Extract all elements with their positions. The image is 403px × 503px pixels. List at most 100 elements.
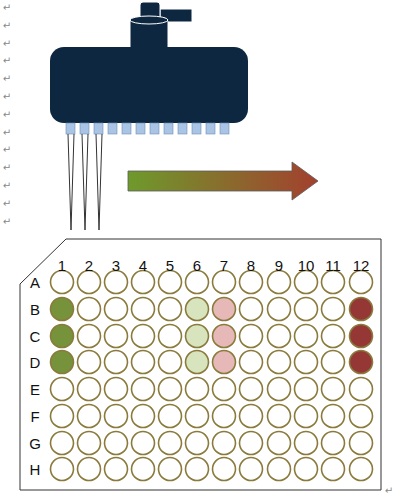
well — [78, 378, 101, 401]
well — [159, 378, 182, 401]
well — [295, 458, 318, 481]
well — [51, 351, 74, 374]
well — [350, 271, 373, 294]
row-letter: E — [30, 382, 40, 397]
well — [240, 351, 263, 374]
well — [268, 432, 291, 455]
well — [51, 405, 74, 428]
row-letter: F — [30, 409, 39, 424]
column-number: 7 — [220, 258, 228, 273]
well — [240, 325, 263, 348]
well — [268, 378, 291, 401]
well — [213, 432, 236, 455]
well — [240, 378, 263, 401]
well — [78, 458, 101, 481]
well — [240, 405, 263, 428]
well — [105, 271, 128, 294]
column-number: 2 — [85, 258, 93, 273]
well — [350, 432, 373, 455]
well — [295, 298, 318, 321]
column-number: 9 — [275, 258, 283, 273]
well — [132, 271, 155, 294]
well — [105, 378, 128, 401]
paragraph-mark: ↵ — [3, 145, 11, 155]
well — [186, 458, 209, 481]
well — [268, 325, 291, 348]
pipette-plunger-top — [130, 16, 168, 24]
well — [132, 351, 155, 374]
well — [295, 378, 318, 401]
well — [350, 458, 373, 481]
well — [268, 405, 291, 428]
column-number: 3 — [112, 258, 120, 273]
well — [186, 298, 209, 321]
well — [295, 405, 318, 428]
paragraph-mark: ↵ — [3, 92, 11, 102]
row-letter: H — [30, 462, 41, 477]
column-number: 8 — [247, 258, 255, 273]
well-grid — [51, 271, 373, 481]
paragraph-mark: ↵ — [3, 56, 11, 66]
well — [105, 351, 128, 374]
column-number: 12 — [353, 258, 370, 273]
well — [213, 405, 236, 428]
well — [240, 298, 263, 321]
well — [186, 351, 209, 374]
well — [51, 325, 74, 348]
well — [213, 351, 236, 374]
well — [350, 298, 373, 321]
well — [213, 271, 236, 294]
well — [159, 351, 182, 374]
well — [132, 378, 155, 401]
well — [51, 458, 74, 481]
nozzle — [220, 123, 229, 134]
well — [78, 351, 101, 374]
well — [132, 432, 155, 455]
nozzle — [192, 123, 201, 134]
row-letter: B — [30, 302, 40, 317]
well — [350, 378, 373, 401]
well — [350, 351, 373, 374]
nozzle — [206, 123, 215, 134]
well — [51, 298, 74, 321]
pipette-body — [50, 47, 248, 123]
well — [350, 325, 373, 348]
paragraph-mark: ↵ — [3, 110, 11, 120]
direction-arrow — [128, 162, 318, 200]
paragraph-mark: ↵ — [3, 128, 11, 138]
column-number: 11 — [325, 258, 341, 273]
pipette-nozzles — [66, 123, 229, 134]
paragraph-mark: ↵ — [3, 217, 11, 227]
column-number: 5 — [166, 258, 174, 273]
well — [159, 325, 182, 348]
column-number: 6 — [193, 258, 201, 273]
well — [132, 325, 155, 348]
well — [159, 298, 182, 321]
paragraph-mark: ↵ — [3, 39, 11, 49]
row-letter: A — [30, 275, 40, 290]
well — [78, 432, 101, 455]
plate-outline — [20, 239, 381, 490]
nozzle — [150, 123, 159, 134]
well — [295, 325, 318, 348]
well — [350, 405, 373, 428]
well — [295, 351, 318, 374]
paragraph-mark: ↵ — [385, 486, 393, 496]
well — [105, 432, 128, 455]
row-letter: G — [29, 436, 41, 451]
nozzle — [178, 123, 187, 134]
well — [51, 432, 74, 455]
well — [213, 298, 236, 321]
nozzle — [108, 123, 117, 134]
well — [186, 405, 209, 428]
well — [322, 378, 345, 401]
well — [322, 298, 345, 321]
well — [240, 432, 263, 455]
well — [51, 378, 74, 401]
well — [159, 458, 182, 481]
well — [268, 458, 291, 481]
column-number: 4 — [139, 258, 147, 273]
well — [78, 405, 101, 428]
well — [322, 458, 345, 481]
pipette-tips — [68, 134, 102, 230]
